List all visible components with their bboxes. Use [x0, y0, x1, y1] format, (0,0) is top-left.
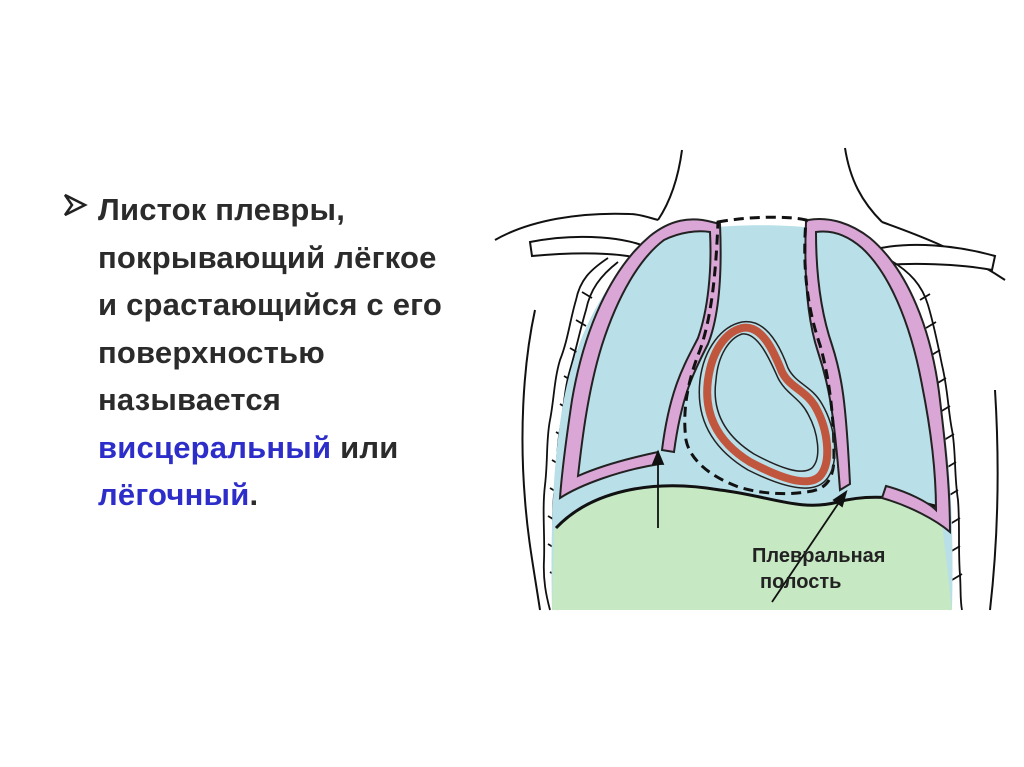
pleura-diagram [494, 147, 1006, 611]
heart [703, 323, 832, 486]
torso-left-outline [494, 212, 659, 241]
clavicle-right [870, 243, 997, 272]
torso-left-side [521, 309, 541, 611]
bullet-line-2: покрывающий лёгкое [98, 239, 437, 275]
bullet-line-5: называется [98, 382, 282, 417]
heart-outline-inner [714, 333, 819, 472]
arrow-visceral [651, 449, 665, 528]
mediastinum-dashed [683, 215, 836, 496]
neck-right-line [844, 147, 883, 223]
bullet-line-6: висцеральный или [98, 424, 482, 472]
label-line-2: полость [760, 571, 842, 593]
connector-text: или [331, 429, 399, 465]
bullet-line-7: лёгочный. [98, 471, 482, 519]
pleural-cavity-label: Плевральная полость [752, 543, 885, 595]
arrow-pleural-cavity [771, 489, 848, 603]
right-pleura [804, 218, 952, 535]
term-pulmonary: лёгочный [98, 477, 250, 512]
bullet-line-4: поверхностью [98, 334, 325, 370]
bullet-point: Листок плевры, покрывающий лёгкое и срас… [62, 186, 482, 519]
end-punct: . [249, 477, 259, 512]
heart-outline-outer [698, 321, 836, 489]
bullet-line-1: Листок плевры, [98, 192, 346, 227]
arrowhead-bullet-icon [63, 193, 88, 217]
neck-left-line [657, 149, 683, 221]
bullet-line-3: и срастающийся с его [98, 287, 442, 322]
bullet-text: Листок плевры, покрывающий лёгкое и срас… [98, 186, 482, 519]
term-visceral: висцеральный [98, 429, 332, 465]
left-pleura [558, 218, 722, 500]
label-line-1: Плевральная [752, 545, 886, 567]
diaphragm-area [552, 485, 952, 610]
torso-right-side [989, 389, 999, 611]
